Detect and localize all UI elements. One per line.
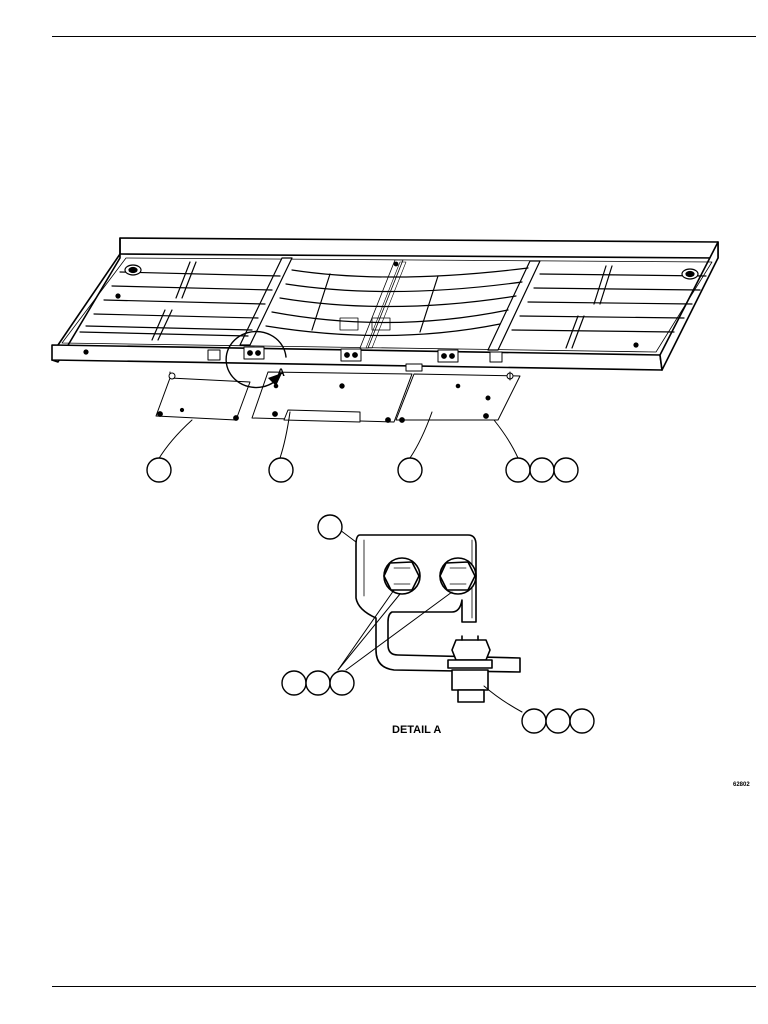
callout-balloon (305, 670, 331, 696)
callout-balloon (397, 457, 423, 483)
detail-leader-lines (337, 529, 523, 713)
detail-a-bracket (355, 534, 521, 703)
header-rule (52, 36, 756, 37)
callout-balloon (529, 457, 555, 483)
callout-balloon (268, 457, 294, 483)
callout-balloon (281, 670, 307, 696)
footer-rule (52, 986, 756, 987)
main-leader-lines (157, 411, 519, 461)
callout-balloon (329, 670, 355, 696)
detail-caption: DETAIL A (392, 724, 441, 736)
callout-balloon (569, 708, 595, 734)
callout-balloon (545, 708, 571, 734)
detail-a-marker (225, 330, 287, 389)
callout-balloon (505, 457, 531, 483)
callout-balloon (553, 457, 579, 483)
frame-assembly (51, 237, 719, 372)
callout-balloon (146, 457, 172, 483)
callout-balloon (317, 514, 343, 540)
callout-balloon (521, 708, 547, 734)
figure-code: 62802 (733, 782, 750, 788)
skirt-panels (155, 371, 521, 423)
detail-a-label: A (277, 367, 285, 379)
